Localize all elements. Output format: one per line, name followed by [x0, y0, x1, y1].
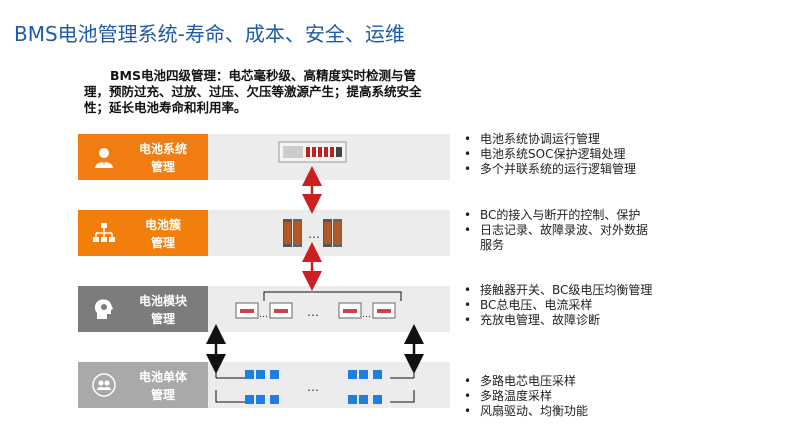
bullet-item: 电池系统SOC保护逻辑处理: [464, 147, 636, 162]
level-cell-bullets: 多路电芯电压采样 多路温度采样 风扇驱动、均衡功能: [464, 374, 588, 419]
level-module-label: 电池模块 管理: [78, 286, 208, 332]
level-cell-label: 电池单体 管理: [78, 362, 208, 408]
level-system-line1: 电池系统: [138, 142, 187, 156]
bullet-item: 多路温度采样: [464, 389, 588, 404]
bullet-item: BC的接入与断开的控制、保护: [464, 208, 655, 223]
bullet-item: 风扇驱动、均衡功能: [464, 404, 588, 419]
level-system-label: 电池系统 管理: [78, 134, 208, 180]
level-module-line1: 电池模块: [138, 294, 187, 308]
module-inner-ellipsis-right: …: [362, 310, 371, 320]
system-rack-image: [278, 141, 347, 163]
bullet-item: 多个并联系统的运行逻辑管理: [464, 162, 636, 177]
user-icon: [95, 148, 113, 168]
bullet-item: 日志记录、故障录波、对外数据服务: [464, 223, 655, 253]
level-cell-line2: 管理: [150, 388, 175, 402]
level-cluster-bullets: BC的接入与断开的控制、保护 日志记录、故障录波、对外数据服务: [464, 208, 655, 253]
bullet-item: 多路电芯电压采样: [464, 374, 588, 389]
module-ellipsis: …: [307, 305, 319, 319]
cluster-cabinets-image: [283, 219, 342, 247]
level-cluster-label: 电池簇 管理: [78, 210, 208, 256]
level-cell-line1: 电池单体: [138, 370, 187, 384]
network-icon: [93, 223, 115, 242]
bullet-item: 接触器开关、BC级电压均衡管理: [464, 283, 652, 298]
group-icon: [92, 373, 116, 397]
module-group-left: [235, 302, 293, 319]
level-system-bullets: 电池系统协调运行管理 电池系统SOC保护逻辑处理 多个并联系统的运行逻辑管理: [464, 132, 636, 177]
module-group-right: [338, 302, 396, 319]
level-cluster-band: 电池簇 管理: [78, 210, 450, 256]
page-title: BMS电池管理系统-寿命、成本、安全、运维: [14, 22, 405, 46]
level-system-line2: 管理: [150, 160, 175, 174]
level-cluster-line1: 电池簇: [144, 218, 181, 232]
cell-ellipsis: …: [307, 380, 319, 394]
cell-group-right: [348, 370, 382, 404]
bullet-item: 电池系统协调运行管理: [464, 132, 636, 147]
level-system-band: 电池系统 管理: [78, 134, 450, 180]
level-module-bullets: 接触器开关、BC级电压均衡管理 BC总电压、电流采样 充放电管理、故障诊断: [464, 283, 652, 328]
level-cluster-line2: 管理: [150, 236, 175, 250]
bullet-item: BC总电压、电流采样: [464, 298, 652, 313]
head-icon: [94, 299, 113, 319]
intro-text: BMS电池四级管理：电芯毫秒级、高精度实时检测与管理，预防过充、过放、过压、欠压…: [84, 68, 422, 115]
bullet-item: 充放电管理、故障诊断: [464, 313, 652, 328]
cell-group-left: [245, 370, 279, 404]
level-module-line2: 管理: [150, 312, 175, 326]
cluster-ellipsis: …: [308, 227, 320, 241]
module-inner-ellipsis-left: …: [259, 310, 268, 320]
